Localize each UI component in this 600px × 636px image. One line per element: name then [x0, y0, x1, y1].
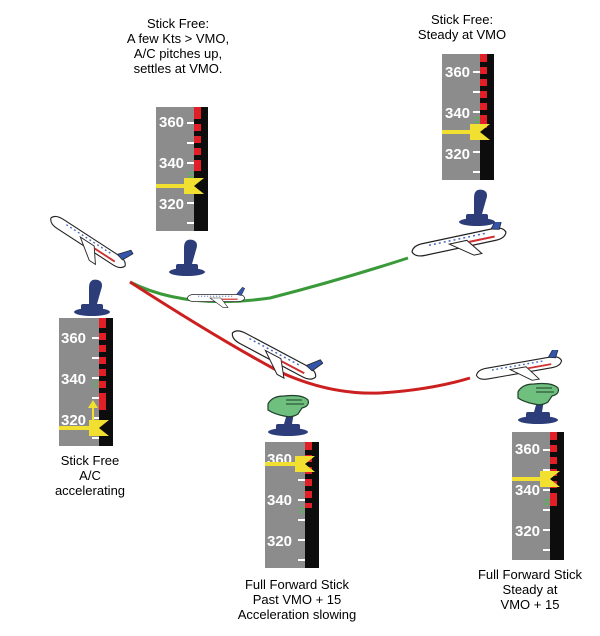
hand-on-stick-icon — [267, 394, 309, 436]
tape-label-320: 320 — [267, 533, 292, 550]
joystick-icon — [74, 279, 110, 316]
caption-stick-free-steady: Stick Free: Steady at VMO — [402, 12, 522, 42]
caption-line: Stick Free — [60, 453, 120, 468]
caption-stick-free-settles: Stick Free: A few Kts > VMO, A/C pitches… — [108, 16, 248, 76]
tape-label-340: 340 — [445, 105, 470, 122]
caption-line: A/C pitches up, — [133, 46, 223, 61]
speed-tape-d: 360 340 320 — [263, 440, 321, 570]
aircraft-icon — [50, 215, 134, 269]
speed-tape-e: 360 340 320 — [510, 430, 566, 562]
tape-label-340: 340 — [159, 155, 184, 172]
caption-full-forward-past: Full Forward Stick Past VMO + 15 Acceler… — [222, 577, 372, 622]
caption-line: Stick Free: — [146, 16, 210, 31]
caption-line: Acceleration slowing — [237, 607, 357, 622]
tape-label-320: 320 — [159, 196, 184, 213]
caption-stick-free-accelerating: Stick Free A/C accelerating — [40, 453, 140, 498]
stick-free-path — [129, 256, 409, 304]
caption-line: A/C — [79, 468, 101, 483]
tape-label-320: 320 — [61, 412, 86, 429]
caption-line: Full Forward Stick — [244, 577, 350, 592]
caption-line: Steady at — [502, 582, 558, 597]
caption-line: Steady at VMO — [417, 27, 507, 42]
caption-line: Stick Free: — [430, 12, 494, 27]
tape-label-320: 320 — [445, 146, 470, 163]
caption-line: VMO + 15 — [500, 597, 560, 612]
aircraft-icon — [186, 286, 246, 308]
caption-line: settles at VMO. — [133, 61, 223, 76]
tape-label-360: 360 — [445, 64, 470, 81]
speed-tape-c: 360 340 320 — [57, 316, 115, 448]
caption-line: Full Forward Stick — [477, 567, 583, 582]
speed-tape-a: 360 340 320 — [154, 105, 210, 233]
tape-label-360: 360 — [515, 441, 540, 458]
joystick-icon — [169, 239, 205, 276]
tape-label-340: 340 — [267, 492, 292, 509]
hand-on-stick-icon — [517, 382, 559, 424]
aircraft-icon — [475, 350, 563, 381]
full-forward-path — [129, 280, 471, 395]
caption-line: A few Kts > VMO, — [126, 31, 230, 46]
caption-full-forward-steady: Full Forward Stick Steady at VMO + 15 — [470, 567, 590, 612]
caption-line: accelerating — [54, 483, 126, 498]
tape-label-360: 360 — [159, 114, 184, 131]
speed-tape-b: 360 340 320 — [440, 52, 496, 182]
tape-label-340: 340 — [515, 482, 540, 499]
tape-label-320: 320 — [515, 523, 540, 540]
aircraft-icon — [231, 330, 323, 380]
tape-label-340: 340 — [61, 371, 86, 388]
speed-trend-arrow-icon — [88, 400, 98, 426]
caption-line: Past VMO + 15 — [252, 592, 342, 607]
joystick-icon — [459, 189, 495, 226]
aircraft-icon — [411, 222, 507, 257]
tape-label-360: 360 — [61, 330, 86, 347]
